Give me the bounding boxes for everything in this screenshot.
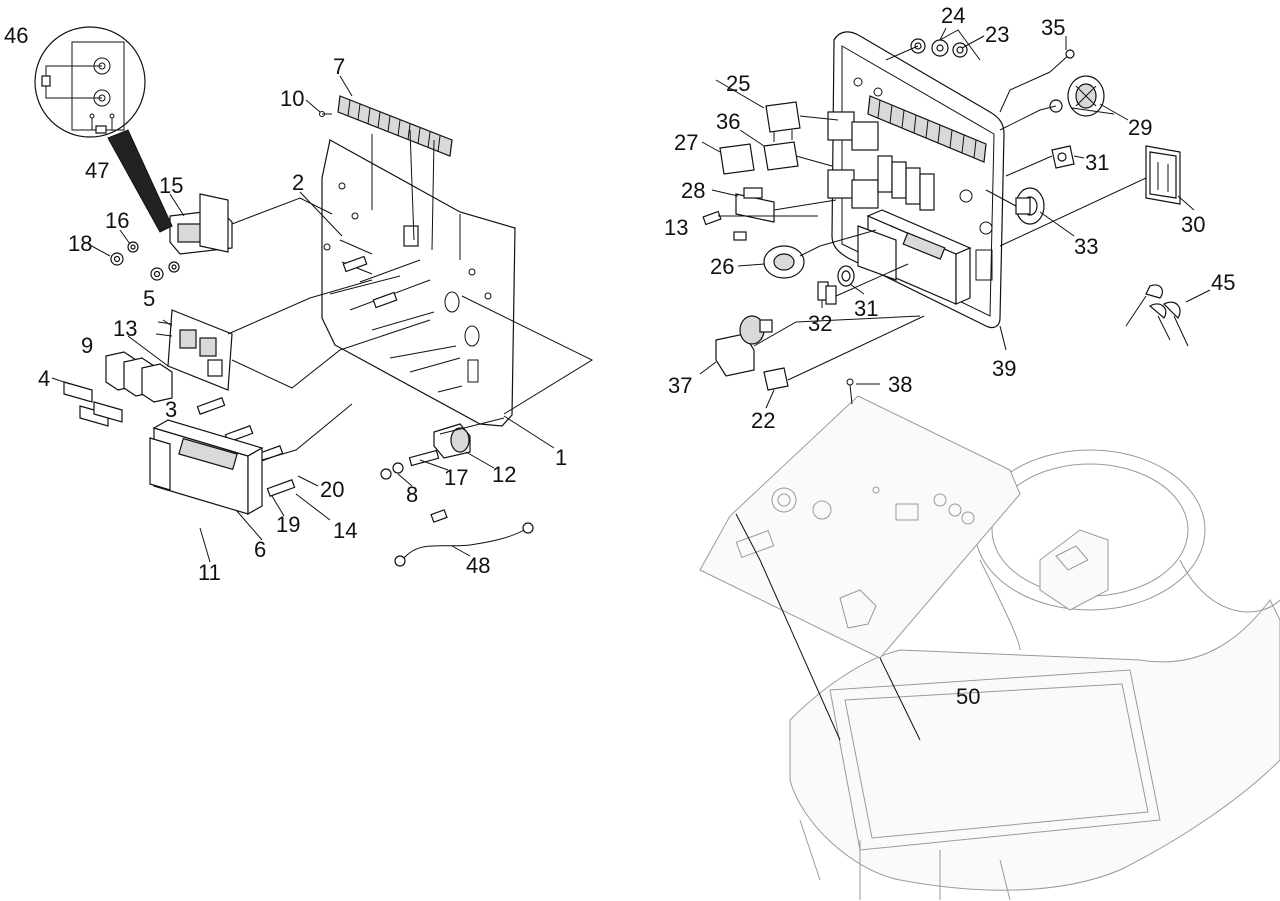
callout-47: 47 bbox=[85, 158, 109, 183]
buzzer bbox=[380, 423, 471, 480]
callout-31-right: 31 bbox=[1085, 150, 1109, 175]
callout-37: 37 bbox=[668, 373, 692, 398]
callout-45: 45 bbox=[1211, 270, 1235, 295]
callout-33: 33 bbox=[1074, 234, 1098, 259]
callout-48: 48 bbox=[466, 553, 490, 578]
callout-15: 15 bbox=[159, 173, 183, 198]
callout-2: 2 bbox=[292, 170, 304, 195]
callout-22: 22 bbox=[751, 408, 775, 433]
callout-12: 12 bbox=[492, 462, 516, 487]
callout-23: 23 bbox=[985, 22, 1009, 47]
ground-cable bbox=[394, 509, 534, 567]
callout-labels: 1 2 3 4 5 6 7 8 9 10 11 12 13 14 15 16 1… bbox=[4, 3, 1235, 709]
switch-panel bbox=[827, 31, 1005, 329]
callout-36: 36 bbox=[716, 109, 740, 134]
relay-clips bbox=[63, 381, 123, 427]
left-assembly bbox=[34, 26, 594, 567]
rotary-knob bbox=[1049, 75, 1105, 117]
callout-14: 14 bbox=[333, 518, 357, 543]
callout-30: 30 bbox=[1181, 212, 1205, 237]
callout-31-lower: 31 bbox=[854, 296, 878, 321]
connector-plug bbox=[169, 193, 233, 255]
callout-32: 32 bbox=[808, 311, 832, 336]
callout-19: 19 bbox=[276, 512, 300, 537]
callout-35: 35 bbox=[1041, 15, 1065, 40]
key-switch bbox=[715, 315, 773, 377]
dashboard-housing bbox=[789, 449, 1280, 901]
callout-4: 4 bbox=[38, 366, 50, 391]
callout-10: 10 bbox=[280, 86, 304, 111]
callout-25: 25 bbox=[726, 71, 750, 96]
callout-17: 17 bbox=[444, 465, 468, 490]
callout-20: 20 bbox=[320, 477, 344, 502]
callout-1: 1 bbox=[555, 445, 567, 470]
relay-group bbox=[105, 351, 173, 403]
relay-board bbox=[155, 309, 233, 391]
callout-50: 50 bbox=[956, 684, 980, 709]
detail-magnifier bbox=[34, 26, 173, 233]
callout-5: 5 bbox=[143, 286, 155, 311]
cover-plate bbox=[699, 395, 1021, 659]
callout-39: 39 bbox=[992, 356, 1016, 381]
callout-28: 28 bbox=[681, 178, 705, 203]
callout-13-right: 13 bbox=[664, 215, 688, 240]
callout-11: 11 bbox=[198, 560, 221, 585]
callout-18: 18 bbox=[68, 231, 92, 256]
callout-26: 26 bbox=[710, 254, 734, 279]
callout-16: 16 bbox=[105, 208, 129, 233]
rotary-switch bbox=[763, 245, 821, 279]
screw bbox=[1049, 49, 1075, 73]
controller-module bbox=[149, 419, 264, 516]
callout-6: 6 bbox=[254, 537, 266, 562]
callout-8: 8 bbox=[406, 482, 418, 507]
push-switch bbox=[763, 367, 789, 391]
callout-29: 29 bbox=[1128, 115, 1152, 140]
callout-27: 27 bbox=[674, 130, 698, 155]
callout-13-left: 13 bbox=[113, 316, 137, 341]
callout-7: 7 bbox=[333, 54, 345, 79]
callout-9: 9 bbox=[81, 333, 93, 358]
callout-46: 46 bbox=[4, 23, 28, 48]
callout-3: 3 bbox=[165, 397, 177, 422]
callout-24: 24 bbox=[941, 3, 965, 28]
right-assembly bbox=[699, 29, 1280, 901]
ignition-keys bbox=[1125, 284, 1189, 347]
callout-leaders bbox=[51, 27, 1211, 563]
callout-38: 38 bbox=[888, 372, 912, 397]
mounting-plate bbox=[321, 139, 516, 427]
terminal-strip bbox=[337, 95, 453, 157]
